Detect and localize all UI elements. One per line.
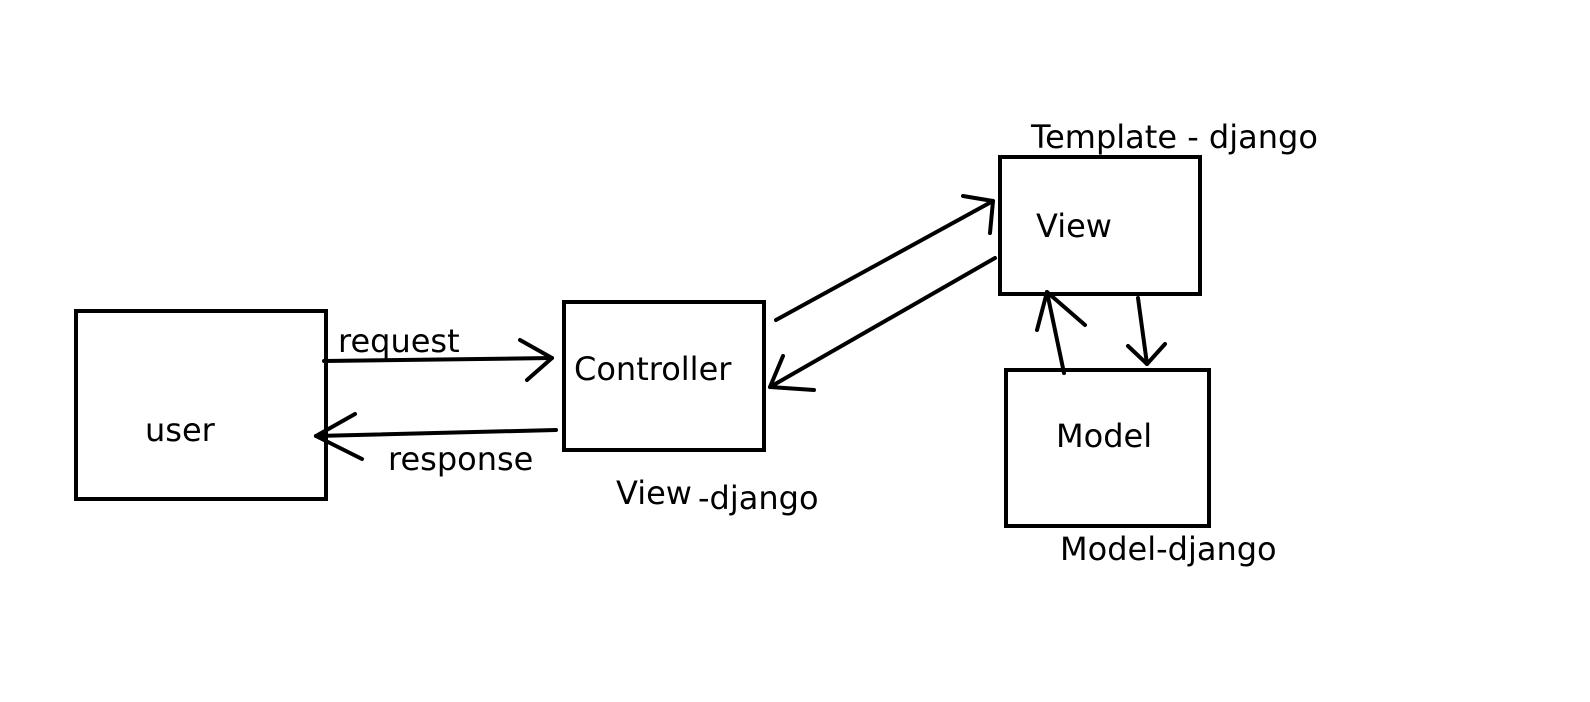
view-label: View [1036,207,1112,245]
controller-caption-right: -django [698,479,819,517]
view-to-controller-arrow [768,256,997,392]
view-box [998,155,1202,296]
model-box [1004,368,1211,528]
response-arrow [314,412,558,461]
model-to-view-arrow [1035,290,1087,375]
request-label: request [338,322,460,360]
view-node: View [998,155,1202,296]
controller-box [562,300,766,452]
model-label: Model [1056,417,1152,455]
response-label: response [388,440,533,478]
user-box [74,309,328,501]
user-node: user [74,309,328,501]
model-node: Model [1004,368,1211,528]
user-label: user [145,411,216,449]
view-to-model-arrow [1126,296,1167,366]
controller-label: Controller [574,350,732,388]
model-caption: Model-django [1060,530,1277,568]
view-caption: Template - django [1030,118,1318,156]
request-arrow [322,338,554,382]
controller-caption-left: View [616,474,692,512]
controller-node: Controller [562,300,766,452]
controller-to-view-arrow [774,194,995,322]
